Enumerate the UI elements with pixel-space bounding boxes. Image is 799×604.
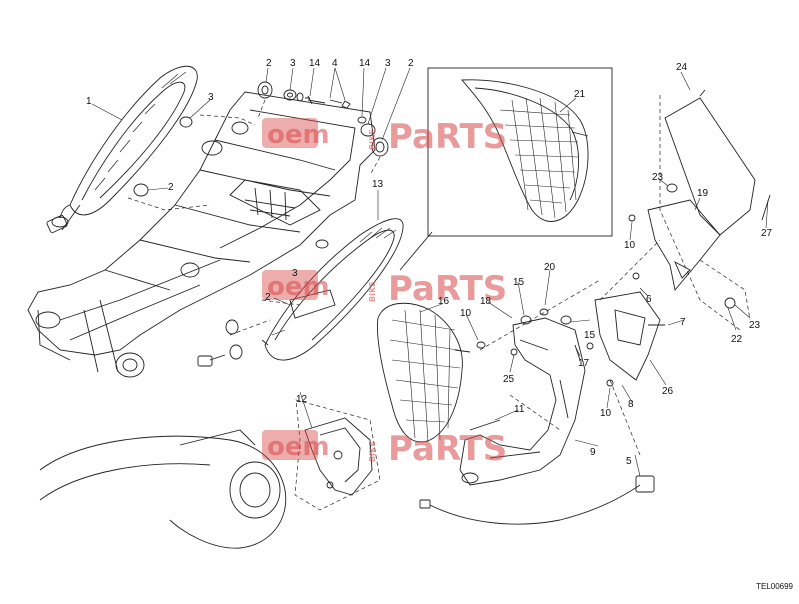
- rear-fender-area: [39, 417, 373, 549]
- watermark-vertical-text: BIKE: [368, 129, 377, 150]
- watermark-left-text: oem: [267, 432, 330, 462]
- detail-inset-box: [399, 67, 613, 271]
- callout-19: 19: [697, 188, 709, 199]
- watermark-left-text: oem: [267, 120, 330, 150]
- callout-10: 10: [624, 240, 636, 251]
- callout-3: 3: [385, 58, 391, 69]
- watermark-right-text: PaRTS: [388, 429, 507, 469]
- callout-5: 5: [626, 456, 632, 467]
- dashed-leaders: [127, 95, 751, 511]
- callout-27: 27: [761, 228, 773, 239]
- watermark-middle: oem BIKE PaRTS: [262, 269, 507, 309]
- callout-leaders: [91, 67, 769, 477]
- callout-21: 21: [574, 89, 586, 100]
- callout-26: 26: [662, 386, 674, 397]
- diagram-reference-code: TEL00699: [756, 582, 793, 591]
- watermark-right-text: PaRTS: [388, 117, 507, 157]
- callout-23: 23: [652, 172, 664, 183]
- callout-2: 2: [265, 292, 271, 303]
- callout-20: 20: [544, 262, 556, 273]
- left-tail-light: [46, 65, 198, 234]
- callout-14: 14: [359, 58, 371, 69]
- callout-18: 18: [480, 296, 492, 307]
- callout-10: 10: [460, 308, 472, 319]
- callout-22: 22: [731, 334, 743, 345]
- callout-15: 15: [584, 330, 596, 341]
- callout-23: 23: [749, 320, 761, 331]
- callout-12: 12: [296, 394, 308, 405]
- callout-17: 17: [578, 358, 590, 369]
- callout-16: 16: [438, 296, 450, 307]
- plate-holder-parts: [419, 89, 771, 525]
- callout-3: 3: [292, 268, 298, 279]
- callout-8: 8: [628, 399, 634, 410]
- callout-4: 4: [332, 58, 338, 69]
- right-tail-light: [261, 218, 404, 361]
- callout-1: 1: [86, 96, 92, 107]
- callout-3: 3: [208, 92, 214, 103]
- grommets-bolts-row: [133, 81, 389, 367]
- license-plate-lamp: [377, 302, 471, 443]
- watermark-vertical-text: BIKE: [368, 281, 377, 302]
- callout-11: 11: [514, 404, 525, 415]
- callout-24: 24: [676, 62, 688, 73]
- callout-15: 15: [513, 277, 525, 288]
- watermark-vertical-text: BIKE: [368, 441, 377, 462]
- callout-9: 9: [590, 447, 596, 458]
- callout-7: 7: [680, 317, 686, 328]
- callout-14: 14: [309, 58, 321, 69]
- watermark-bottom: oem BIKE PaRTS: [262, 429, 507, 469]
- callout-6: 6: [646, 294, 652, 305]
- callout-13: 13: [372, 179, 384, 190]
- watermark-top: oem BIKE PaRTS: [262, 117, 507, 157]
- callout-2: 2: [408, 58, 414, 69]
- callout-2: 2: [168, 182, 174, 193]
- callout-25: 25: [503, 374, 515, 385]
- watermark-left-text: oem: [267, 272, 330, 302]
- callout-2: 2: [266, 58, 272, 69]
- callout-numbers: 1 3 2 3 14 4 14 3 2 2 13 21 24 23 19 10 …: [86, 58, 773, 467]
- watermark-right-text: PaRTS: [388, 269, 507, 309]
- callout-10: 10: [600, 408, 612, 419]
- rear-subframe: [27, 91, 376, 378]
- callout-3: 3: [290, 58, 296, 69]
